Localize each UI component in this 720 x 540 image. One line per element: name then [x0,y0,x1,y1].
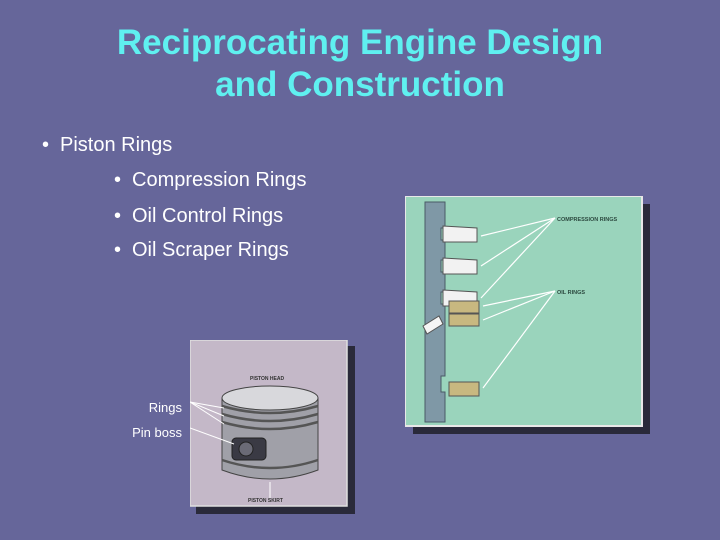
leader-lines [190,401,271,498]
label-piston-head: PISTON HEAD [250,376,284,382]
bullet-text: Oil Control Rings [132,205,284,227]
label-oil-rings: OIL RINGS [557,290,585,296]
caption-pin-boss: Pin boss [132,425,182,440]
title-line-1: Reciprocating Engine Design [116,23,604,62]
ring-groove-3 [221,420,319,431]
sub-bullet-oil-control: • Oil Control Rings [114,204,283,228]
ring-groove-1 [221,404,319,415]
leader-lines [480,217,556,389]
title-line-2: and Construction [215,65,505,104]
pin-hole [238,441,254,457]
sub-bullet-oil-scraper: • Oil Scraper Rings [114,238,289,262]
label-compression-rings: COMPRESSION RINGS [557,217,618,223]
oil-ring-upper-a [448,300,480,314]
bullet-text: Oil Scraper Rings [132,239,289,261]
slide-title: Reciprocating Engine Design and Construc… [0,22,720,106]
compression-ring-2 [442,257,478,275]
piston-diagram: PISTON HEAD PISTON SKIRT [190,340,355,514]
oil-ring-lower [448,381,480,397]
caption-rings: Rings [148,400,182,415]
bullet-piston-rings: • Piston Rings [42,133,172,157]
bullet-text: Compression Rings [132,169,307,191]
wrist-pin-fragment [422,315,444,335]
bullet-text: Piston Rings [60,134,173,156]
bullet-marker: • [114,205,122,227]
ring-cross-section-diagram: COMPRESSION RINGS OIL RINGS [405,196,650,434]
bullet-marker: • [42,134,50,156]
ring-groove-4 [221,458,319,470]
label-piston-skirt: PISTON SKIRT [248,498,283,504]
ring-groove-2 [221,412,319,423]
oil-ring-upper-b [448,313,480,327]
piston-top [221,385,319,411]
compression-ring-1 [442,225,478,243]
bullet-marker: • [114,169,122,191]
sub-bullet-compression: • Compression Rings [114,168,307,192]
bullet-marker: • [114,239,122,261]
